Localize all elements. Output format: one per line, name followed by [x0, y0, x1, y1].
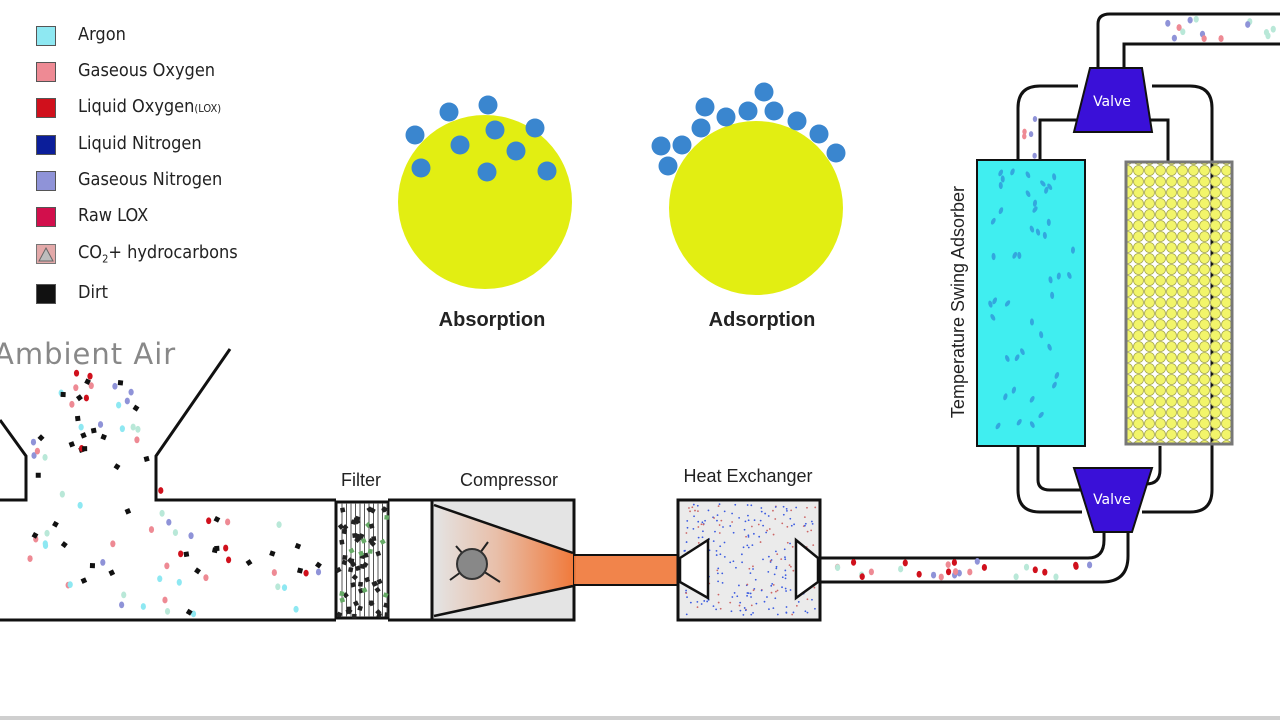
molecule-dot — [716, 107, 736, 127]
air-intake — [0, 348, 336, 622]
legend-swatch-dirt — [36, 284, 56, 304]
adsorption-molecules — [651, 82, 846, 176]
molecule-dot — [809, 124, 829, 144]
ambient-air-label: Ambient Air — [0, 337, 176, 371]
legend-swatch-liquid-nitrogen — [36, 135, 56, 155]
legend-swatch-liquid-oxygen — [36, 98, 56, 118]
legend-swatch-co2-hydrocarbons — [36, 244, 56, 264]
bottom-divider — [0, 716, 1280, 720]
legend-label: CO2+ hydrocarbons — [78, 242, 238, 266]
heat-exchanger — [676, 498, 822, 622]
legend-label-after: + hydrocarbons — [108, 242, 238, 263]
legend-swatch-argon — [36, 26, 56, 46]
molecule-dot — [738, 101, 758, 121]
legend-item-co2-hydrocarbons: CO2+ hydrocarbons — [36, 242, 256, 268]
legend-item-argon: Argon — [36, 24, 256, 50]
adsorption-label: Adsorption — [709, 309, 816, 331]
pipe-particles — [834, 557, 1093, 581]
legend-label: Liquid Oxygen(LOX) — [78, 96, 221, 117]
legend-swatch-gaseous-nitrogen — [36, 171, 56, 191]
pipe-hx-valve — [820, 532, 1130, 584]
legend-label: Dirt — [78, 282, 108, 303]
molecule-dot — [658, 156, 678, 176]
molecule-dot — [450, 135, 470, 155]
molecule-dot — [537, 161, 557, 181]
molecule-dot — [525, 118, 545, 138]
tsa-label: Temperature Swing Adsorber — [948, 186, 968, 418]
absorption-illustration: Absorption — [398, 95, 572, 331]
legend-label-sub: 2 — [102, 252, 109, 266]
absorption-label: Absorption — [439, 309, 546, 331]
heat-exchanger-label: Heat Exchanger — [683, 466, 812, 486]
adsorber-left — [976, 159, 1086, 447]
molecule-dot — [478, 95, 498, 115]
filter — [334, 500, 390, 620]
molecule-dot — [485, 120, 505, 140]
molecule-dot — [695, 97, 715, 117]
compressor-label: Compressor — [460, 470, 558, 490]
compressor — [430, 498, 576, 622]
molecule-dot — [411, 158, 431, 178]
molecule-dot — [754, 82, 774, 102]
legend-swatch-raw-lox — [36, 207, 56, 227]
pipe-filter-compressor — [388, 498, 432, 622]
legend-item-raw-lox: Raw LOX — [36, 205, 256, 231]
intake-particles — [27, 369, 322, 618]
valve-top[interactable]: Valve — [1072, 67, 1154, 133]
filter-label: Filter — [341, 470, 381, 490]
legend-item-gaseous-oxygen: Gaseous Oxygen — [36, 60, 256, 86]
valve-top-label: Valve — [1093, 94, 1131, 110]
adsorption-illustration: Adsorption — [651, 82, 846, 331]
compressed-air-pipe — [574, 554, 680, 586]
legend-label: Argon — [78, 24, 126, 45]
molecule-dot — [439, 102, 459, 122]
molecule-dot — [764, 101, 784, 121]
legend-item-liquid-nitrogen: Liquid Nitrogen — [36, 133, 256, 159]
gear-icon — [449, 541, 501, 583]
molecule-dot — [506, 141, 526, 161]
molecule-dot — [651, 136, 671, 156]
legend-label: Liquid Nitrogen — [78, 133, 202, 154]
adsorption-sphere — [669, 121, 843, 295]
molecule-dot — [787, 111, 807, 131]
legend-label-suffix: (LOX) — [194, 102, 222, 115]
legend-label: Gaseous Nitrogen — [78, 169, 223, 190]
molecule-dot — [477, 162, 497, 182]
valve-bottom-label: Valve — [1093, 492, 1131, 508]
legend-item-liquid-oxygen: Liquid Oxygen(LOX) — [36, 96, 256, 122]
molecule-dot — [691, 118, 711, 138]
legend-label-main: Liquid Oxygen — [78, 96, 195, 117]
legend-swatch-gaseous-oxygen — [36, 62, 56, 82]
absorption-molecules — [405, 95, 557, 182]
legend-item-dirt: Dirt — [36, 282, 256, 308]
legend-label: Raw LOX — [78, 205, 149, 226]
legend-label: Gaseous Oxygen — [78, 60, 216, 81]
valve-bottom[interactable]: Valve — [1072, 467, 1154, 533]
triangle-icon — [38, 246, 54, 262]
molecule-dot — [405, 125, 425, 145]
legend-label-co: CO — [78, 242, 103, 263]
adsorber-right — [1124, 160, 1234, 446]
molecule-dot — [672, 135, 692, 155]
molecule-dot — [826, 143, 846, 163]
legend-item-gaseous-nitrogen: Gaseous Nitrogen — [36, 169, 256, 195]
absorption-sphere — [398, 115, 572, 289]
